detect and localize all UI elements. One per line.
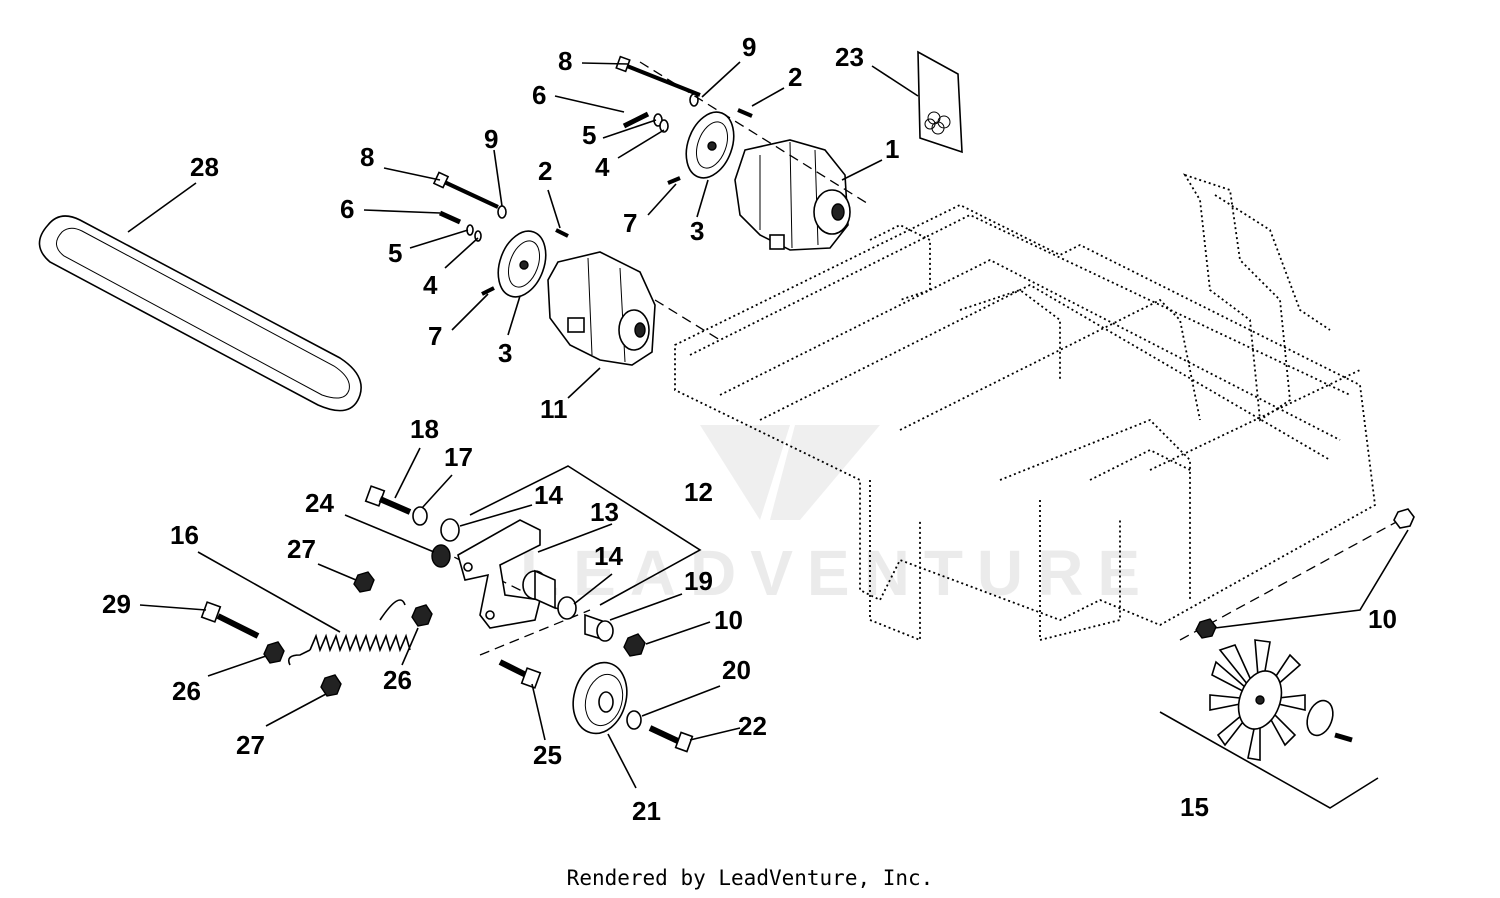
- callout-14-lower: 14: [594, 541, 623, 571]
- callout-2-lower: 2: [538, 156, 552, 186]
- idler-bracket-part-13[interactable]: [457, 519, 541, 629]
- callout-11: 11: [540, 394, 568, 424]
- washer-part-20[interactable]: [626, 710, 642, 730]
- pump-part-11[interactable]: [547, 251, 656, 366]
- sleeve-part-13-tube[interactable]: [522, 569, 556, 610]
- callout-labels: 8 9 2 23 6 5 4 1 7 3 28 8 9 2 6 5 4 7 3 …: [102, 32, 1397, 826]
- chassis-frame: [674, 173, 1376, 642]
- callout-25: 25: [533, 740, 562, 770]
- callout-2-upper: 2: [788, 62, 802, 92]
- nut-part-10-left[interactable]: [623, 633, 646, 657]
- callout-28: 28: [190, 152, 219, 182]
- bolt-part-29[interactable]: [200, 601, 260, 639]
- spring-part-16[interactable]: [287, 599, 411, 666]
- nut-part-26-right[interactable]: [411, 604, 433, 627]
- nut-part-27-upper[interactable]: [353, 571, 375, 593]
- callout-3-upper: 3: [690, 216, 704, 246]
- nut-part-10-frame-a[interactable]: [1195, 618, 1217, 639]
- callout-27-upper: 27: [287, 534, 316, 564]
- callout-26-left: 26: [172, 676, 201, 706]
- callout-1: 1: [885, 134, 899, 164]
- callout-6-lower: 6: [340, 194, 354, 224]
- pulley-part-3-upper[interactable]: [678, 106, 743, 185]
- callout-19: 19: [684, 566, 713, 596]
- fan-part-15[interactable]: [1209, 639, 1353, 761]
- nut-part-26-left[interactable]: [263, 641, 285, 664]
- callout-9-upper: 9: [742, 32, 756, 62]
- callout-22: 22: [738, 711, 767, 741]
- callout-7-lower: 7: [428, 321, 442, 351]
- callout-23: 23: [835, 42, 864, 72]
- washer-part-17[interactable]: [412, 506, 428, 526]
- callout-10-left: 10: [714, 605, 743, 635]
- upper-fasteners[interactable]: [615, 55, 753, 185]
- spacer-part-24[interactable]: [431, 544, 451, 568]
- callout-4-lower: 4: [423, 270, 438, 300]
- nut-part-10-frame-b[interactable]: [1393, 508, 1415, 529]
- group-bracket-12: [469, 465, 702, 606]
- bolt-part-25[interactable]: [498, 659, 542, 689]
- belt-part-28[interactable]: [38, 215, 362, 412]
- callout-8-lower: 8: [360, 142, 374, 172]
- callout-18: 18: [410, 414, 439, 444]
- callout-13: 13: [590, 497, 619, 527]
- pulley-part-3-lower[interactable]: [490, 225, 555, 304]
- callout-9-lower: 9: [484, 124, 498, 154]
- rendered-by-footer: Rendered by LeadVenture, Inc.: [566, 866, 934, 890]
- bolt-part-22[interactable]: [648, 725, 694, 753]
- watermark-text: LEADVENTURE: [520, 537, 1154, 609]
- callout-5-upper: 5: [582, 120, 596, 150]
- callout-4-upper: 4: [595, 152, 610, 182]
- callout-6-upper: 6: [532, 80, 546, 110]
- kit-bag-part-23[interactable]: [917, 50, 963, 154]
- callout-8-upper: 8: [558, 46, 572, 76]
- watermark-logo: [700, 425, 880, 520]
- spacer-part-19[interactable]: [584, 613, 614, 642]
- idler-pulley-part-21[interactable]: [566, 656, 635, 739]
- leader-lines: [127, 61, 919, 789]
- bushing-part-14-lower[interactable]: [557, 596, 577, 620]
- callout-15: 15: [1180, 792, 1209, 822]
- pump-part-1[interactable]: [734, 139, 851, 251]
- callout-27-lower: 27: [236, 730, 265, 760]
- group-bracket-15: [1159, 711, 1379, 809]
- callout-5-lower: 5: [388, 238, 402, 268]
- bolt-part-18[interactable]: [364, 485, 412, 515]
- nut-part-27-lower[interactable]: [320, 674, 342, 697]
- callout-17: 17: [444, 442, 473, 472]
- callout-21: 21: [632, 796, 661, 826]
- callout-29: 29: [102, 589, 131, 619]
- callout-7-upper: 7: [623, 208, 637, 238]
- group-bracket-10: [1214, 529, 1409, 629]
- callout-16: 16: [170, 520, 199, 550]
- callout-26-right: 26: [383, 665, 412, 695]
- callout-14-upper: 14: [534, 480, 563, 510]
- bushing-part-14-upper[interactable]: [440, 518, 460, 542]
- callout-20: 20: [722, 655, 751, 685]
- callout-10-right: 10: [1368, 604, 1397, 634]
- callout-12: 12: [684, 477, 713, 507]
- callout-24: 24: [305, 488, 334, 518]
- callout-3-lower: 3: [498, 338, 512, 368]
- lower-fasteners[interactable]: [432, 171, 569, 296]
